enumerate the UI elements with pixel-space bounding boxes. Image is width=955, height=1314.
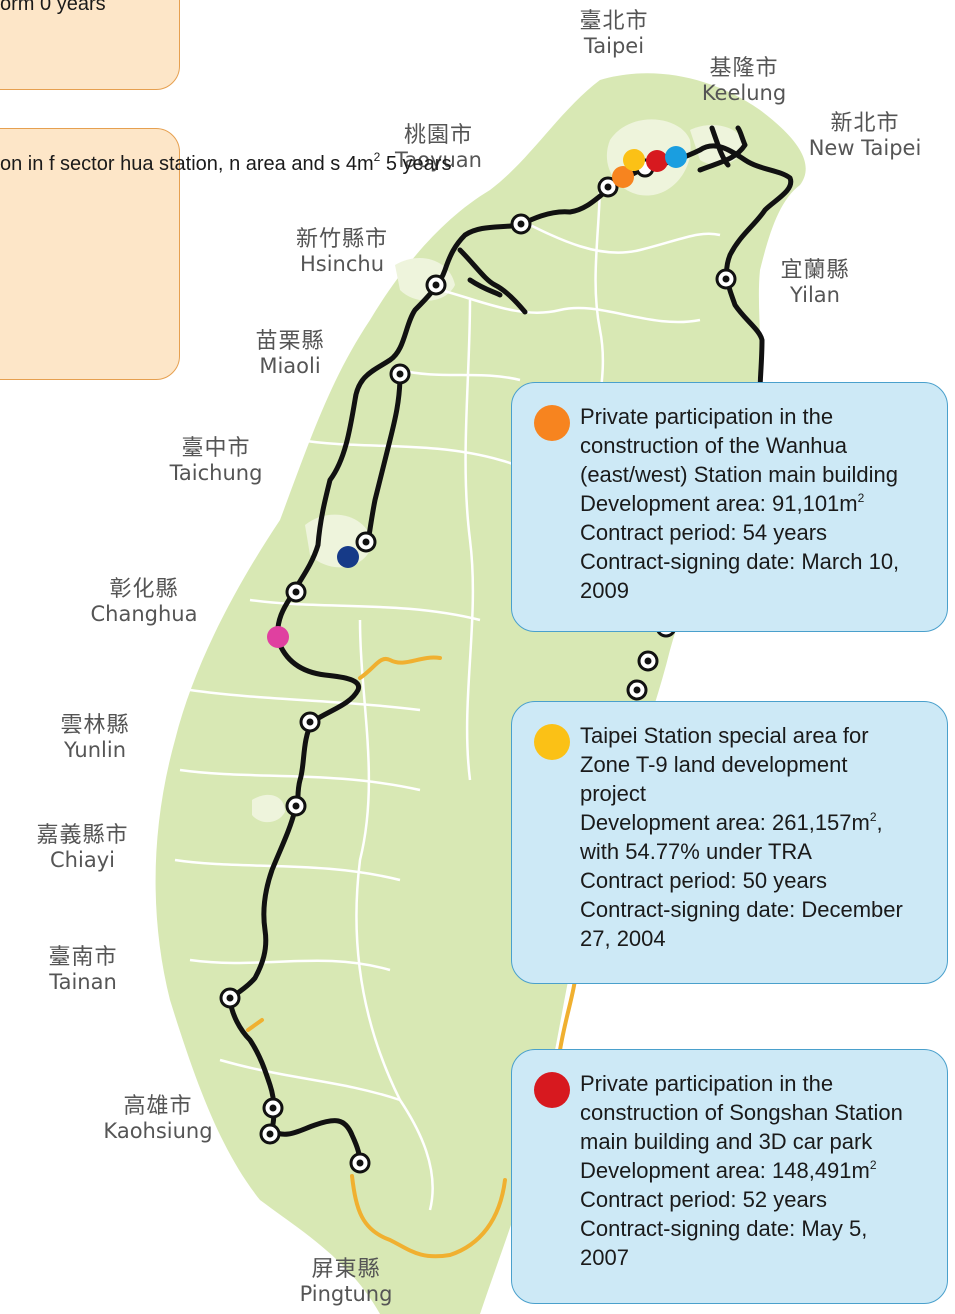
taipei-t9-marker [623,149,645,171]
project-line: Development area: 261,157m2, [580,810,883,835]
project-line: 2007 [580,1245,629,1270]
partial-info-text-top: orm 0 years [0,0,106,19]
label-chiayi: 嘉義縣市 Chiayi [25,823,140,872]
partial-line: 0 years [40,0,106,15]
label-en: Taoyuan [395,148,482,173]
county-borders [174,179,721,1211]
label-en: Kaohsiung [103,1119,213,1144]
project-line: with 54.77% under TRA [580,839,812,864]
label-zh: 屏東縣 [311,1257,381,1282]
label-zh: 彰化縣 [109,577,179,602]
label-zh: 新竹縣市 [295,227,388,252]
label-en: Miaoli [259,354,321,379]
label-zh: 嘉義縣市 [36,823,129,848]
project-box-taipei-t9: Taipei Station special area for Zone T-9… [511,701,948,984]
songshan-dot [534,1072,570,1108]
project-line: Development area: 91,101m2 [580,491,865,516]
project-line: Contract-signing date: May 5, [580,1216,868,1241]
project-line: construction of the Wanhua [580,433,848,458]
project-line: 27, 2004 [580,926,666,951]
partial-line: hua station, [120,153,224,175]
songshan-marker [646,150,668,172]
label-taoyuan: 桃園市 Taoyuan [386,123,491,172]
label-pingtung: 屏東縣 Pingtung [290,1257,402,1306]
label-hsinchu: 新竹縣市 Hsinchu [286,227,398,276]
project-line: Taipei Station special area for [580,723,869,748]
label-zh: 苗栗縣 [255,329,325,354]
label-zh: 臺北市 [579,9,649,34]
project-line: Contract-signing date: December [580,897,903,922]
partial-line: on in [0,153,44,175]
label-tainan: 臺南市 Tainan [38,945,128,994]
label-en: Yilan [790,283,840,308]
label-changhua: 彰化縣 Changhua [82,577,206,626]
label-zh: 臺南市 [48,945,118,970]
project-line: Contract period: 50 years [580,868,828,893]
label-zh: 新北市 [830,111,900,136]
wanhua-dot [534,405,570,441]
label-en: Chiayi [50,848,115,873]
project-line: Contract-signing date: March 10, [580,549,900,574]
partial-info-box-second [0,128,180,380]
label-yilan: 宜蘭縣 Yilan [770,258,860,307]
navy-marker [337,546,359,568]
planned-lines [246,655,577,1259]
blue-marker [665,146,687,168]
label-new-taipei: 新北市 New Taipei [800,111,930,160]
label-zh: 雲林縣 [60,713,130,738]
project-line: 2009 [580,578,629,603]
label-en: Yunlin [63,738,126,763]
label-taichung: 臺中市 Taichung [160,436,272,485]
label-taipei: 臺北市 Taipei [574,9,654,58]
partial-line: 4m2 [345,150,381,175]
label-kaohsiung: 高雄市 Kaohsiung [96,1094,220,1143]
partial-line: orm [0,0,35,15]
label-zh: 臺中市 [181,436,251,461]
project-line: Contract period: 54 years [580,520,828,545]
partial-line: s [330,153,341,175]
project-box-songshan: Private participation in the constructio… [511,1049,948,1304]
label-en: New Taipei [808,136,922,161]
pink-marker [267,626,289,648]
project-line: Zone T-9 land development [580,752,848,777]
label-en: Taipei [583,34,645,59]
chiayi-area [252,794,285,823]
label-en: Pingtung [299,1282,393,1307]
partial-line: 5 years [385,153,452,175]
partial-info-box-top [0,0,180,90]
label-zh: 桃園市 [403,123,473,148]
project-line: Private participation in the [580,404,834,429]
label-keelung: 基隆市 Keelung [694,56,794,105]
project-line: (east/west) Station main building [580,462,898,487]
label-zh: 高雄市 [123,1094,193,1119]
label-en: Hsinchu [299,252,385,277]
wanhua-marker [612,166,634,188]
station-centers [226,183,730,1167]
label-en: Tainan [49,970,117,995]
project-line: construction of Songshan Station [580,1100,903,1125]
partial-info-text-second: on in f sector hua station, n area and s… [0,150,451,179]
project-line: Contract period: 52 years [580,1187,828,1212]
project-line: Development area: 148,491m2 [580,1158,877,1183]
project-box-wanhua: Private participation in the constructio… [511,382,948,632]
partial-line: n area and [229,153,325,175]
project-line: main building and 3D car park [580,1129,873,1154]
label-zh: 基隆市 [709,56,779,81]
label-en: Changhua [90,602,198,627]
label-zh: 宜蘭縣 [780,258,850,283]
project-line: project [580,781,647,806]
label-miaoli: 苗栗縣 Miaoli [244,329,336,378]
label-en: Taichung [169,461,263,486]
label-yunlin: 雲林縣 Yunlin [50,713,140,762]
railway-lines [227,125,794,1168]
project-line: Private participation in the [580,1071,834,1096]
label-en: Keelung [701,81,787,106]
partial-line: f sector [48,153,115,175]
taipei-t9-dot [534,724,570,760]
